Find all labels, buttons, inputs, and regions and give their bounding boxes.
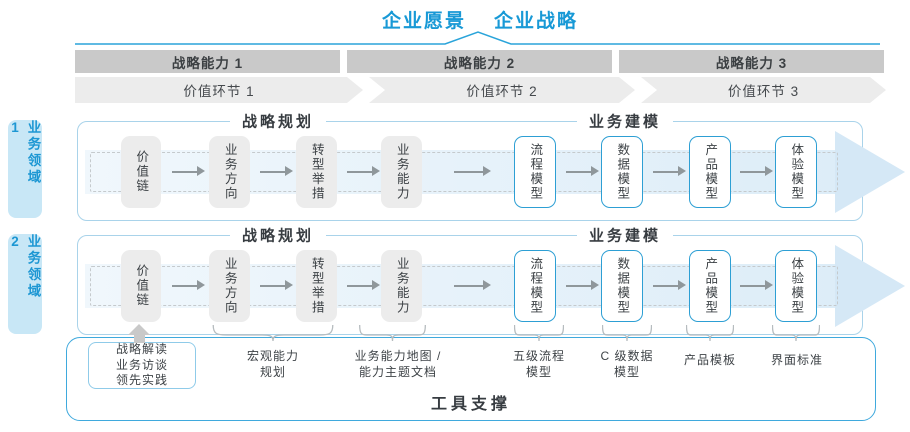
callout-line: 领先实践 <box>115 373 168 388</box>
page-title: 企业愿景 企业战略 <box>50 6 910 33</box>
callout-line: 业务访谈 <box>115 357 168 372</box>
box-product-model: 产品模型 <box>689 250 731 322</box>
box-transformation-initiatives: 转型举措 <box>296 136 337 208</box>
business-domain-tab-1: 业务领域 1 <box>8 120 42 218</box>
box-experience-model: 体验模型 <box>775 136 817 208</box>
right-arrow-icon <box>454 281 491 290</box>
vision-title: 企业愿景 <box>381 11 466 32</box>
annotation-product-template: 产品模板 <box>683 353 737 367</box>
tool-support-label: 工具支撑 <box>430 396 511 413</box>
business-domain-tab-2: 业务领域 2 <box>8 234 42 334</box>
value-link-chevron-1: 价值环节 1 <box>75 77 363 103</box>
box-value-chain: 价值链 <box>121 136 161 208</box>
right-arrow-icon <box>347 281 380 290</box>
annotation-data-model: C 级数据 模型 <box>600 349 654 380</box>
box-process-model: 流程模型 <box>514 136 556 208</box>
box-process-model: 流程模型 <box>514 250 556 322</box>
value-link-chevron-2: 价值环节 2 <box>369 77 635 103</box>
capability-bar-1: 战略能力 1 <box>75 50 340 73</box>
dashed-flow-track <box>90 152 838 192</box>
right-arrow-icon <box>260 167 293 176</box>
right-arrow-icon <box>260 281 293 290</box>
strategy-title: 企业战略 <box>494 11 579 32</box>
dashed-flow-track <box>90 266 838 306</box>
brace-icon <box>686 324 734 342</box>
box-experience-model: 体验模型 <box>775 250 817 322</box>
box-transformation-initiatives: 转型举措 <box>296 250 337 322</box>
tool-support-container: 工具支撑 <box>66 337 876 421</box>
box-business-capability: 业务能力 <box>381 250 422 322</box>
up-arrow-icon <box>134 334 145 343</box>
capability-bar-3: 战略能力 3 <box>619 50 884 73</box>
section-header-strategic-planning: 战略规划 <box>229 110 327 132</box>
annotation-macro-capability: 宏观能力 规划 <box>246 349 300 380</box>
box-business-capability: 业务能力 <box>381 136 422 208</box>
right-arrow-icon <box>740 167 773 176</box>
annotation-ui-standard: 界面标准 <box>770 353 824 367</box>
right-arrow-icon <box>347 167 380 176</box>
box-business-direction: 业务方向 <box>209 250 250 322</box>
box-product-model: 产品模型 <box>689 136 731 208</box>
section-header-business-modeling: 业务建模 <box>576 110 674 132</box>
brace-icon <box>514 324 564 342</box>
section-header-business-modeling: 业务建模 <box>576 224 674 246</box>
right-arrow-icon <box>653 167 686 176</box>
right-arrow-icon <box>454 167 491 176</box>
box-data-model: 数据模型 <box>601 250 643 322</box>
brace-icon <box>602 324 652 342</box>
brace-icon <box>772 324 820 342</box>
strategy-input-callout: 战略解读 业务访谈 领先实践 <box>88 342 196 389</box>
box-value-chain: 价值链 <box>121 250 161 322</box>
section-header-strategic-planning: 战略规划 <box>229 224 327 246</box>
right-arrow-icon <box>653 281 686 290</box>
box-business-direction: 业务方向 <box>209 136 250 208</box>
right-arrow-icon <box>566 167 599 176</box>
right-arrow-icon <box>740 281 773 290</box>
right-arrow-icon <box>172 167 205 176</box>
brace-icon <box>359 324 426 342</box>
up-arrow-icon <box>128 324 150 335</box>
right-arrow-icon <box>172 281 205 290</box>
value-link-chevron-3: 价值环节 3 <box>641 77 886 103</box>
annotation-capability-map: 业务能力地图 / 能力主题文档 <box>354 349 442 380</box>
flow-arrow-head <box>835 245 905 327</box>
callout-line: 战略解读 <box>115 342 168 357</box>
vision-connector-line <box>75 31 880 45</box>
capability-bar-2: 战略能力 2 <box>347 50 612 73</box>
right-arrow-icon <box>566 281 599 290</box>
box-data-model: 数据模型 <box>601 136 643 208</box>
annotation-process-model: 五级流程 模型 <box>512 349 566 380</box>
brace-icon <box>212 324 334 342</box>
flow-arrow-head <box>835 131 905 213</box>
